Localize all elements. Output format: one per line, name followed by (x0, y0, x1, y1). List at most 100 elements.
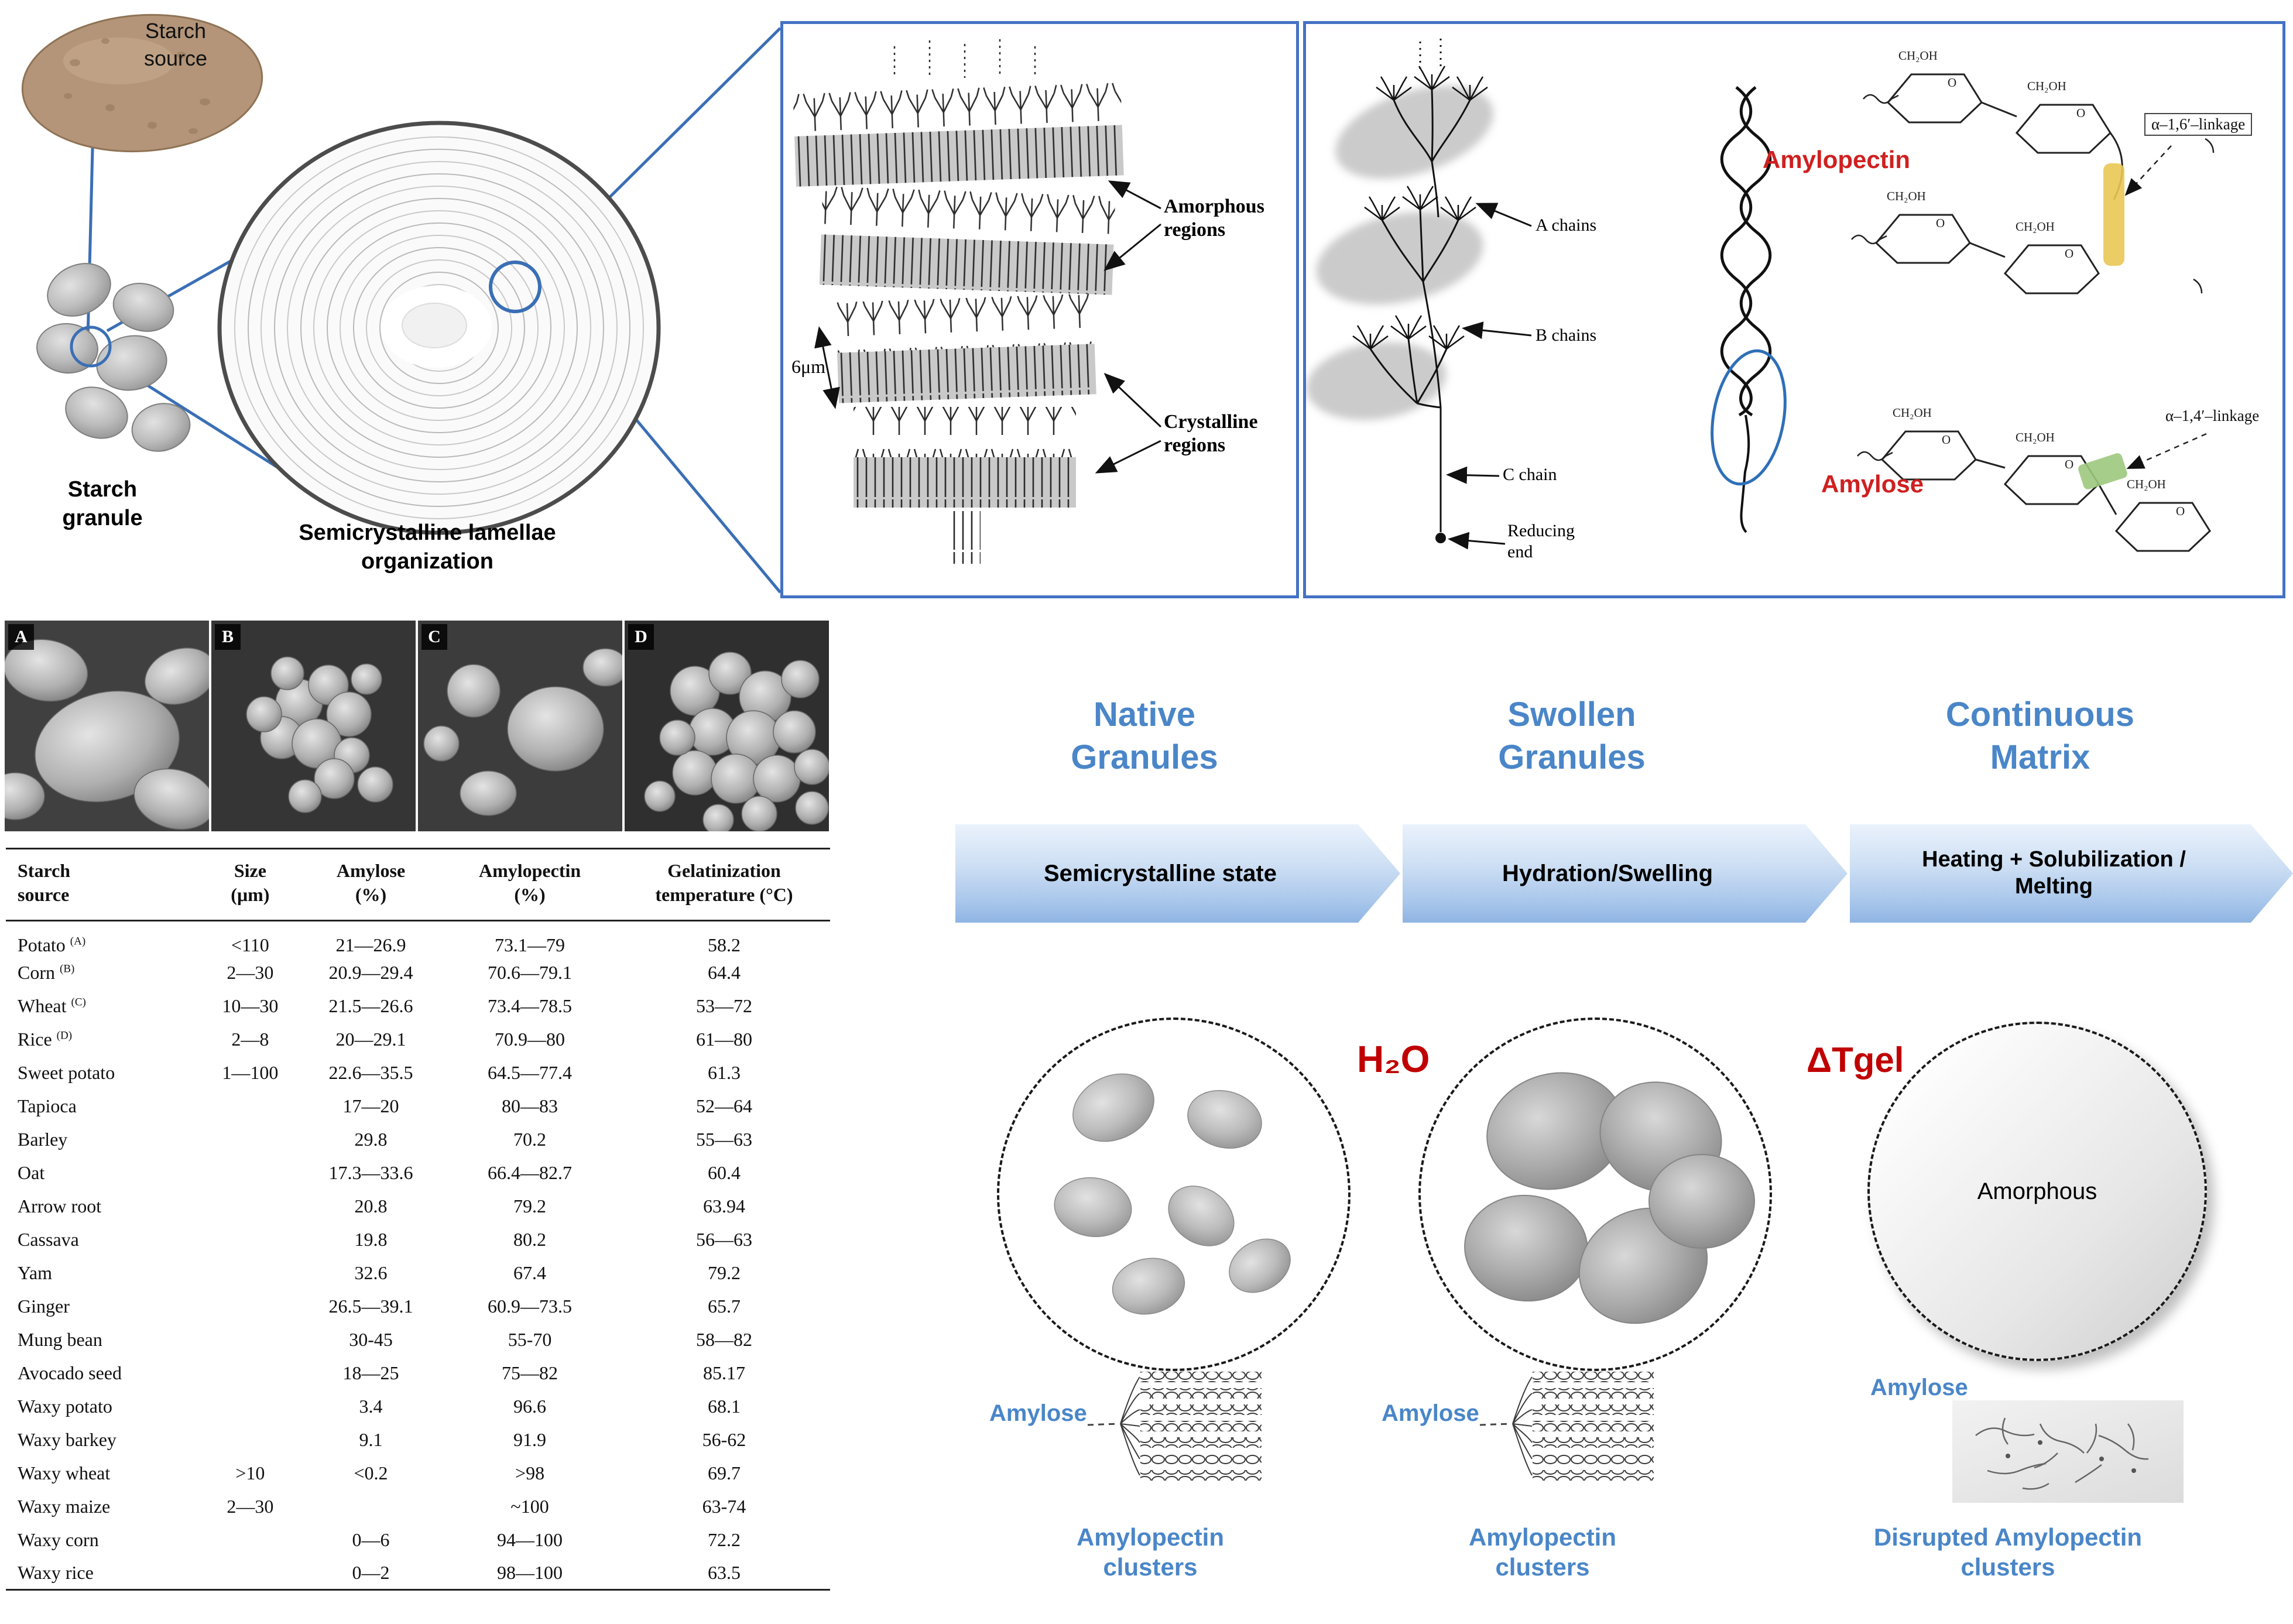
starch-source-name: Waxy wheat (18, 1462, 111, 1483)
starch-source-name: Rice (18, 1028, 52, 1050)
gelatinization-value: 56—63 (695, 1228, 752, 1250)
sem-panel-a: A (5, 621, 209, 831)
amylopectin-value: 91.9 (513, 1428, 547, 1450)
amylose-label-matrix: Amylose (1870, 1375, 1968, 1400)
sem-micrograph-strip: A B C (5, 621, 830, 832)
size-value (200, 1423, 300, 1457)
amylose-value: 32.6 (354, 1262, 388, 1283)
amylose-value (300, 1490, 441, 1523)
amylose-value: 29.8 (354, 1128, 388, 1150)
size-value (200, 1190, 300, 1223)
chain-label-arrows (1446, 203, 1532, 550)
amorphous-label: Amorphous (1977, 1178, 2097, 1204)
amylopectin-cluster-native (1087, 1372, 1262, 1481)
header-starch-source: Starch source (6, 848, 200, 921)
sem-granules-c (423, 648, 622, 816)
header-size: Size (μm) (200, 848, 300, 921)
amylose-value: 22.6—35.5 (328, 1061, 413, 1083)
starch-source-name: Potato (18, 934, 66, 955)
zoom-circle-icon (70, 326, 112, 368)
amylopectin-value: >98 (515, 1462, 545, 1483)
panel-letter: B (215, 624, 241, 650)
panel-letter: A (8, 624, 34, 650)
sem-panel-c: C (418, 621, 622, 831)
amylose-value: 20.8 (354, 1195, 388, 1217)
ch2oh-label: CH₂OH (1898, 49, 1938, 63)
native-granules-art (1054, 1073, 1291, 1315)
table-header-row: Starch source Size (μm) Amylose (%) Amyl… (6, 848, 830, 921)
gelatinization-value: 85.17 (702, 1362, 745, 1383)
size-value (200, 1156, 300, 1190)
starch-granule-label: Starch granule (23, 475, 181, 533)
ch2oh-label: CH₂OH (2016, 430, 2055, 444)
oxygen-label: O (1936, 216, 1945, 230)
oxygen-label: O (2176, 504, 2185, 518)
gelatinization-value: 64.4 (707, 961, 741, 983)
amylopectin-value: 60.9—73.5 (488, 1295, 573, 1317)
starch-source-name: Cassava (18, 1228, 79, 1250)
amylopectin-value: 96.6 (513, 1395, 547, 1417)
table-row: Rice (D) 2—8 20—29.1 70.9—80 61—80 (6, 1023, 830, 1056)
starch-source-label: Starch source (108, 18, 243, 73)
amylopectin-value: 80.2 (513, 1228, 547, 1250)
lamellae-detail-box: 6μm Amorphous regions Crystalline region… (780, 21, 1299, 598)
source-superscript: (D) (56, 1029, 73, 1042)
amylopectin-cluster-swollen (1479, 1372, 1654, 1481)
table-row: Waxy wheat >10 <0.2 >98 69.7 (6, 1457, 830, 1490)
amylose-value: 19.8 (354, 1228, 388, 1250)
starch-source-name: Sweet potato (18, 1061, 115, 1083)
amylose-value: 21.5—26.6 (328, 995, 413, 1016)
table-row: Tapioca 17—20 80—83 52—64 (6, 1089, 830, 1123)
lamellae-art (793, 39, 1162, 564)
oxygen-label: O (2076, 106, 2086, 120)
lamellae-caption-line1: Semicrystalline lamellae (299, 520, 556, 545)
panel-letter: C (421, 624, 447, 650)
starch-source-name: Waxy corn (18, 1529, 99, 1550)
oxygen-label: O (2065, 246, 2074, 261)
sem-granules-d (644, 652, 829, 831)
b-chains-label: B chains (1535, 326, 1597, 345)
sem-granules-a (5, 639, 209, 830)
starch-source-name: Oat (18, 1162, 45, 1183)
reducing-end-dot (1435, 533, 1446, 543)
lamellae-caption: Semicrystalline lamellae organization (252, 519, 603, 577)
zoom-circle-icon (489, 261, 541, 313)
amylose-value: <0.2 (354, 1462, 388, 1483)
size-value: 2—30 (227, 961, 274, 983)
amylose-value: 17.3—33.6 (328, 1162, 413, 1183)
amylopectin-value: 70.6—79.1 (488, 961, 573, 983)
size-value: >10 (235, 1462, 265, 1483)
native-granules-circle (997, 1017, 1351, 1371)
ch2oh-label: CH₂OH (2016, 220, 2055, 234)
header-gelatinization: Gelatinization temperature (°C) (618, 848, 830, 921)
size-value (200, 1256, 300, 1290)
crystal-region-blobs (1306, 85, 1493, 420)
amylose-value: 20.9—29.4 (328, 961, 413, 983)
amylopectin-clusters-label-swollen: Amylopectin clusters (1468, 1523, 1617, 1581)
arrow-hydration: Hydration/Swelling (1403, 824, 1848, 923)
size-value (200, 1223, 300, 1256)
amylopectin-value: 75—82 (502, 1362, 558, 1383)
starch-granule-line1: Starch (67, 477, 138, 502)
disrupted-clusters-art (1952, 1400, 2184, 1503)
amylopectin-value: 79.2 (513, 1195, 547, 1217)
amylose-label: Amylose (1821, 470, 1924, 498)
size-value: 10—30 (222, 995, 279, 1016)
amylose-value: 17—20 (342, 1095, 399, 1116)
size-value: <110 (231, 934, 269, 955)
gelatinization-value: 58.2 (707, 934, 741, 955)
amylose-value: 30-45 (349, 1328, 393, 1350)
ch2oh-label: CH₂OH (1893, 406, 1932, 420)
table-row: Waxy corn 0—6 94—100 72.2 (6, 1523, 830, 1557)
size-value (200, 1089, 300, 1123)
gelatinization-value: 56-62 (702, 1428, 746, 1450)
a-chains-label: A chains (1535, 215, 1597, 235)
table-row: Corn (B) 2—30 20.9—29.4 70.6—79.1 64.4 (6, 956, 830, 989)
starch-source-line2: source (143, 46, 208, 70)
size-value (200, 1390, 300, 1423)
disrupted-squiggles (1975, 1417, 2149, 1490)
starch-source-name: Waxy maize (18, 1495, 111, 1517)
size-value (200, 1356, 300, 1390)
starch-source-name: Wheat (18, 995, 67, 1016)
table-row: Mung bean 30-45 55-70 58—82 (6, 1323, 830, 1356)
